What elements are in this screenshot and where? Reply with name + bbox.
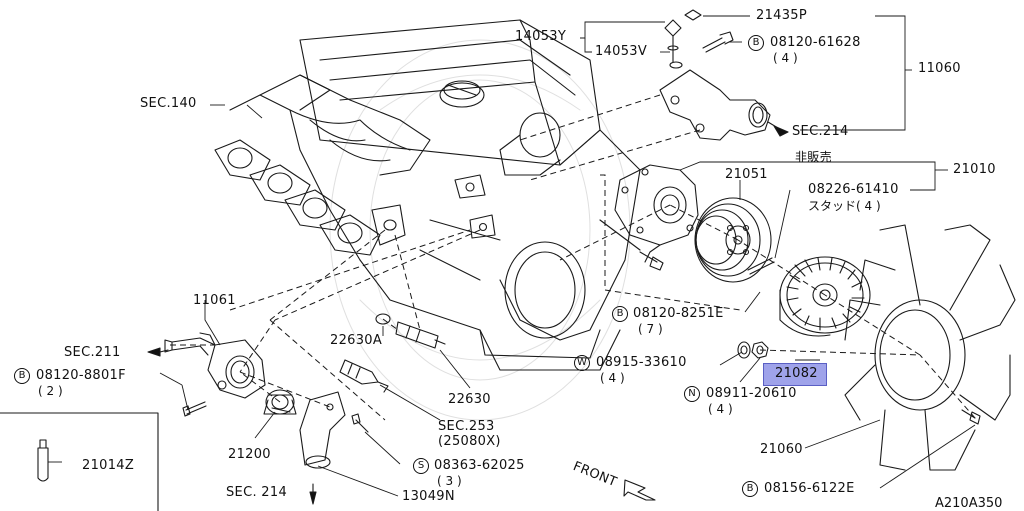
fan-coupling [779,256,871,337]
outlet-housing-11060 [659,9,771,141]
qty-08120-8801F: ( 2 ) [38,384,63,398]
label-sec214-top[interactable]: SEC.214 [792,124,849,139]
label-hanbai: 非販売 [795,150,832,164]
stud-bolt [747,257,775,275]
marker-w-icon: W [574,355,590,371]
inset-border [0,412,159,511]
arrow-sec214-top [773,125,789,137]
washer-nut [737,341,769,359]
engine-block [299,19,641,371]
label-11060[interactable]: 11060 [918,61,961,76]
label-21060[interactable]: 21060 [760,442,803,457]
water-inlet-11061 [164,332,266,399]
thermostat [263,389,297,415]
front-arrow [623,479,656,501]
marker-b-icon: B [748,35,764,51]
phantom-lines [170,94,976,421]
sheet-code: A210A350 [935,496,1003,511]
temp-sensor-22630 [395,321,446,349]
label-08120-8251E[interactable]: 08120-8251E [633,306,724,321]
label-08911-20610[interactable]: 08911-20610 [706,386,797,401]
label-sec211[interactable]: SEC.211 [64,345,121,360]
bolts-62025 [351,413,369,433]
marker-n-icon: N [684,386,700,402]
label-08363-62025[interactable]: 08363-62025 [434,458,525,473]
label-sec214-bottom[interactable]: SEC. 214 [226,485,288,500]
plug-21014Z [37,439,49,482]
highlight-21082 [763,363,827,386]
fan-bolt [961,409,981,425]
qty-08911-20610: ( 4 ) [708,402,733,416]
label-sec253[interactable]: SEC.253 [438,419,495,434]
label-08120-61628[interactable]: 08120-61628 [770,35,861,50]
marker-b-icon: B [612,306,628,322]
label-22630[interactable]: 22630 [448,392,491,407]
label-14053V[interactable]: 14053V [595,44,648,59]
marker-s-icon: S [413,458,429,474]
label-14053Y[interactable]: 14053Y [515,29,567,44]
label-21082[interactable]: 21082 [775,366,818,381]
label-08156-6122E[interactable]: 08156-6122E [764,481,855,496]
bolt-8801F [182,401,207,417]
label-21435P[interactable]: 21435P [756,8,807,23]
qty-08915-33610: ( 4 ) [600,371,625,385]
intake-manifold [214,74,496,256]
leader-lines [48,15,976,497]
marker-b-icon: B [742,481,758,497]
qty-08120-8251E: ( 7 ) [638,322,663,336]
o-ring-22630A [375,313,391,325]
marker-b-icon: B [14,368,30,384]
fan-pulley [694,197,772,283]
label-08915-33610[interactable]: 08915-33610 [596,355,687,370]
arrow-sec211 [147,347,161,357]
label-21010[interactable]: 21010 [953,162,996,177]
qty-08120-61628: ( 4 ) [773,51,798,65]
label-21200[interactable]: 21200 [228,447,271,462]
qty-08363-62025: ( 3 ) [437,474,462,488]
label-sec140[interactable]: SEC.140 [140,96,197,111]
label-stud: スタッド( 4 ) [808,199,881,213]
label-13049N[interactable]: 13049N [402,489,455,504]
label-11061[interactable]: 11061 [193,293,236,308]
label-21014Z[interactable]: 21014Z [82,458,135,473]
label-08120-8801F[interactable]: 08120-8801F [36,368,126,383]
cooling-fan [844,224,1016,471]
label-22630A[interactable]: 22630A [330,333,383,348]
switch-25080X [339,359,389,393]
water-pump [614,164,699,271]
water-inlet-13049N [299,391,346,469]
label-21051[interactable]: 21051 [725,167,768,182]
label-08226-61410[interactable]: 08226-61410 [808,182,899,197]
label-sec253-sub: (25080X) [438,434,501,449]
